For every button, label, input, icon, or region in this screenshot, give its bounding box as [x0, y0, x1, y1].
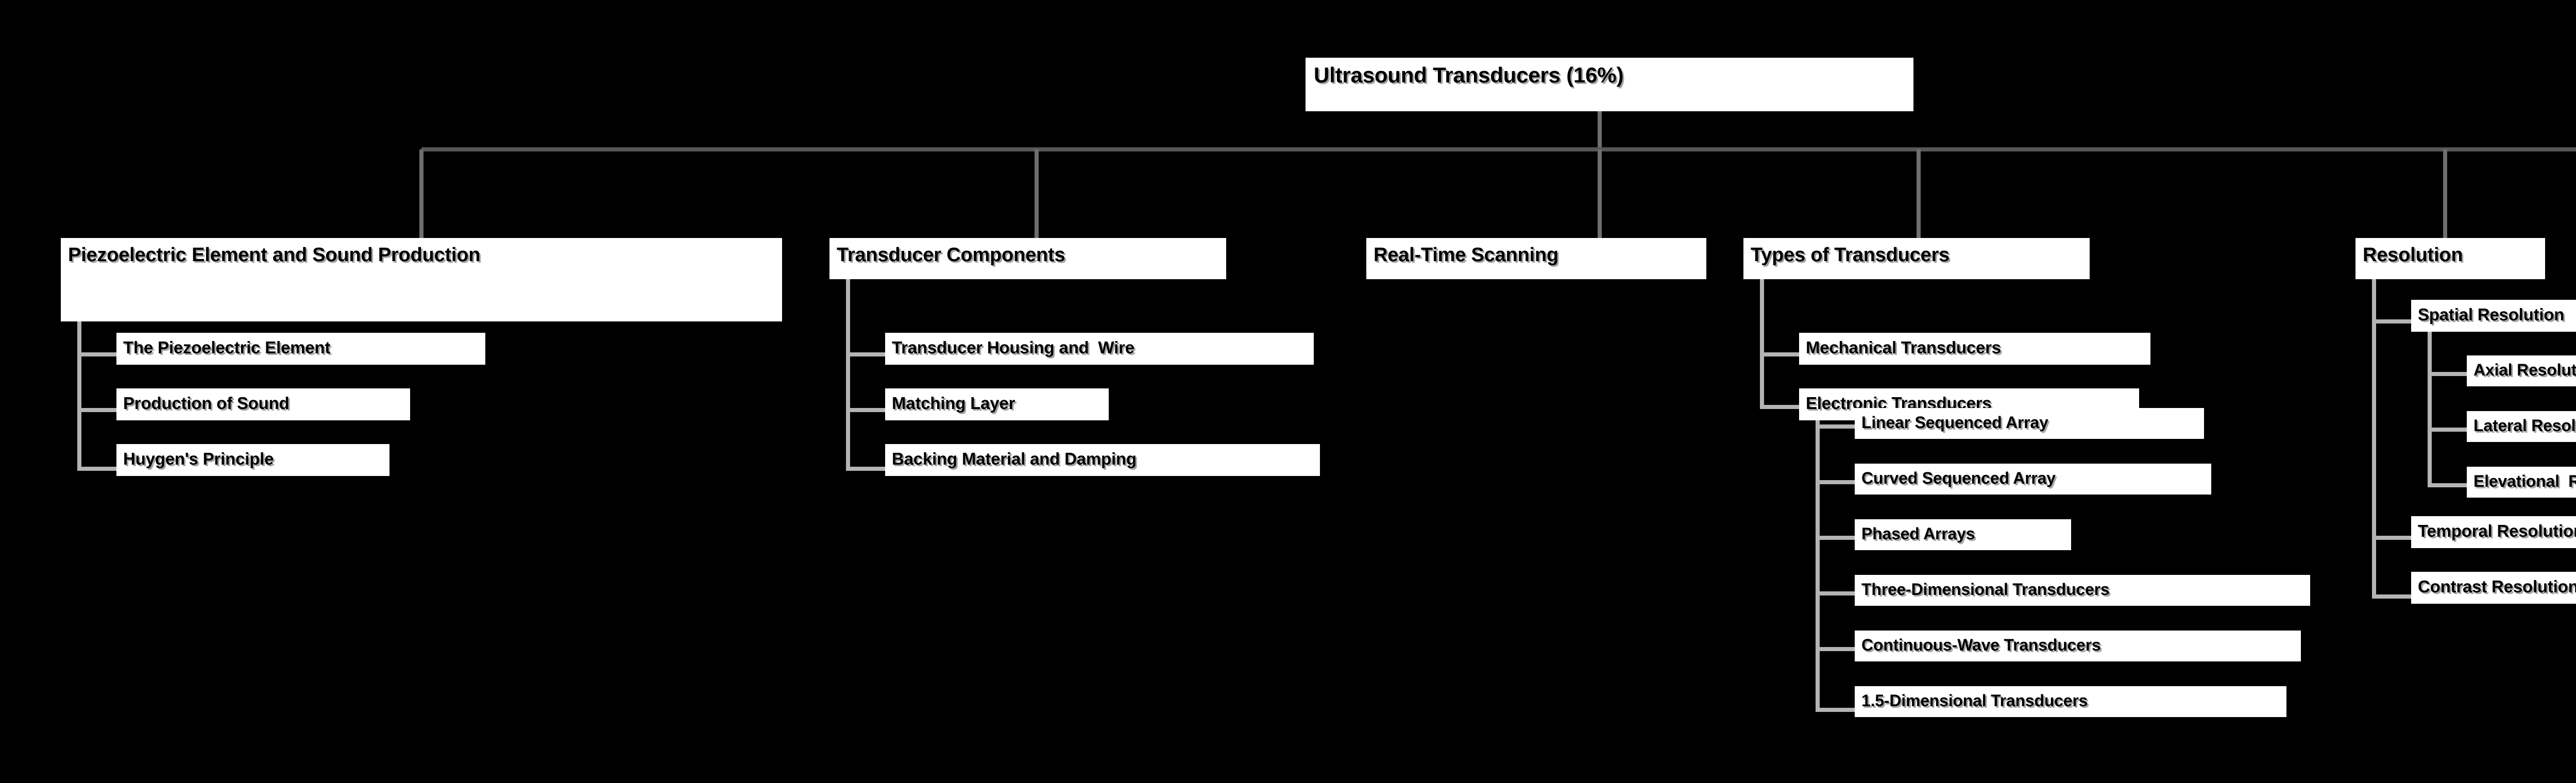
- branch-stem-2: [1035, 149, 1039, 241]
- branch-5-stub-3: [2372, 594, 2412, 599]
- electronic-stub-5: [1816, 647, 1856, 651]
- child-node-temporal-resolution[interactable]: Temporal Resolution: [2411, 516, 2576, 548]
- branch-2-stub-1: [846, 352, 886, 356]
- branch-5-spine: [2372, 279, 2376, 599]
- branch-1-spine: [77, 321, 81, 471]
- child-node-contrast-resolution[interactable]: Contrast Resolution: [2411, 572, 2576, 604]
- child-node-spatial-resolution[interactable]: Spatial Resolution: [2411, 300, 2576, 332]
- spatial-stub-3: [2428, 483, 2468, 487]
- grandchild-node-elevational-resolution[interactable]: Elevational Resolution: [2467, 467, 2576, 498]
- child-node-mechanical-transducers[interactable]: Mechanical Transducers: [1799, 333, 2150, 365]
- child-node-huygens-principle[interactable]: Huygen's Principle: [116, 444, 389, 476]
- branch-stem-1: [419, 149, 423, 241]
- grandchild-node-phased-arrays[interactable]: Phased Arrays: [1855, 519, 2071, 550]
- electronic-transducers-spine: [1816, 420, 1820, 712]
- branch-2-stub-3: [846, 467, 886, 471]
- branch-node-real-time-scanning[interactable]: Real-Time Scanning: [1366, 238, 1706, 279]
- branch-node-types-of-transducers[interactable]: Types of Transducers: [1743, 238, 2090, 279]
- electronic-stub-6: [1816, 708, 1856, 712]
- spatial-resolution-spine: [2428, 332, 2432, 487]
- grandchild-node-lateral-resolution[interactable]: Lateral Resolution: [2467, 411, 2576, 442]
- root-stem: [1598, 111, 1602, 149]
- spatial-stub-1: [2428, 372, 2468, 376]
- grandchild-node-curved-sequenced-array[interactable]: Curved Sequenced Array: [1855, 464, 2211, 495]
- electronic-stub-3: [1816, 536, 1856, 540]
- spatial-stub-2: [2428, 428, 2468, 432]
- child-node-production-of-sound[interactable]: Production of Sound: [116, 388, 410, 420]
- branch-node-resolution[interactable]: Resolution: [2355, 238, 2545, 279]
- branch-5-stub-2: [2372, 536, 2412, 540]
- branch-1-stub-1: [77, 352, 117, 356]
- branch-node-piezoelectric[interactable]: Piezoelectric Element and Sound Producti…: [61, 238, 782, 321]
- grandchild-node-three-dimensional-transducers[interactable]: Three-Dimensional Transducers: [1855, 575, 2310, 606]
- branch-stem-5: [2443, 149, 2447, 241]
- branch-5-stub-1: [2372, 319, 2412, 324]
- grandchild-node-axial-resolution[interactable]: Axial Resolution: [2467, 355, 2576, 386]
- root-node[interactable]: Ultrasound Transducers (16%): [1306, 58, 1913, 111]
- branch-4-stub-2: [1760, 405, 1800, 409]
- electronic-stub-4: [1816, 591, 1856, 595]
- branch-1-stub-3: [77, 467, 117, 471]
- branch-1-stub-2: [77, 408, 117, 412]
- branch-node-transducer-components[interactable]: Transducer Components: [829, 238, 1226, 279]
- branch-2-spine: [846, 279, 850, 471]
- child-node-backing-material-and-damping[interactable]: Backing Material and Damping: [885, 444, 1320, 476]
- child-node-transducer-housing-and-wire[interactable]: Transducer Housing and Wire: [885, 333, 1314, 365]
- branch-4-stub-1: [1760, 352, 1800, 356]
- child-node-the-piezoelectric-element[interactable]: The Piezoelectric Element: [116, 333, 485, 365]
- top-bus-line: [421, 147, 2576, 151]
- branch-stem-3: [1598, 149, 1602, 241]
- grandchild-node-15-dimensional-transducers[interactable]: 1.5-Dimensional Transducers: [1855, 686, 2286, 717]
- branch-2-stub-2: [846, 408, 886, 412]
- child-node-matching-layer[interactable]: Matching Layer: [885, 388, 1109, 420]
- branch-stem-4: [1917, 149, 1921, 241]
- electronic-stub-2: [1816, 480, 1856, 484]
- electronic-stub-1: [1816, 424, 1856, 429]
- branch-4-spine: [1760, 279, 1764, 408]
- grandchild-node-continuous-wave-transducers[interactable]: Continuous-Wave Transducers: [1855, 631, 2301, 661]
- grandchild-node-linear-sequenced-array[interactable]: Linear Sequenced Array: [1855, 408, 2204, 439]
